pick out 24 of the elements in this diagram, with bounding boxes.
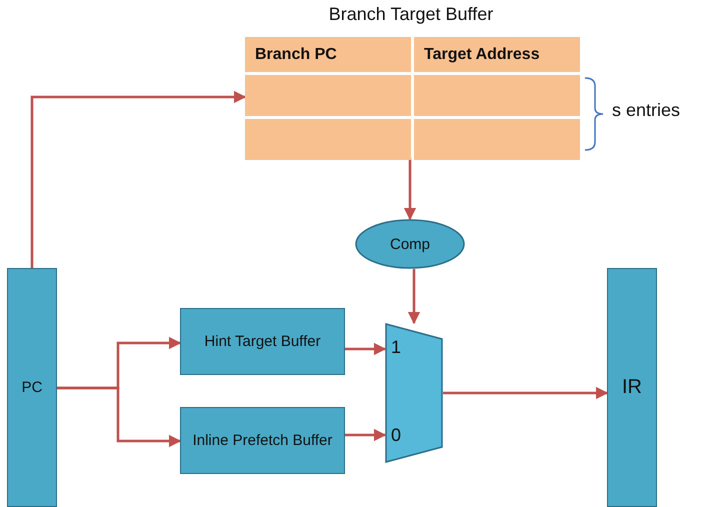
multiplexer: [385, 323, 443, 463]
register-bar: [607, 268, 657, 507]
arrow: [404, 158, 416, 220]
buffer-box: [180, 407, 345, 474]
arrow: [30, 90, 246, 268]
table-title: Branch Target Buffer: [328, 4, 494, 25]
input-label: 1: [391, 337, 402, 358]
header-cell: Branch PC: [245, 37, 411, 72]
arrow: [443, 386, 608, 400]
node-label: Comp: [390, 236, 430, 252]
arrow: [345, 342, 386, 356]
input-label: 0: [391, 425, 402, 446]
buffer-box: [180, 308, 345, 375]
node-label: PC: [22, 379, 42, 396]
bracket-label: s entries: [612, 100, 680, 121]
node-label: Hint Target Buffer: [204, 333, 321, 350]
arrow: [408, 269, 420, 324]
arrow: [345, 428, 386, 442]
arrow: [57, 386, 182, 448]
node-label: Inline Prefetch Buffer: [192, 432, 332, 449]
header-cell: Target Address: [414, 37, 580, 72]
node-label: IR: [622, 376, 642, 399]
register-bar: [7, 268, 57, 507]
comparator-ellipse: [355, 219, 465, 269]
